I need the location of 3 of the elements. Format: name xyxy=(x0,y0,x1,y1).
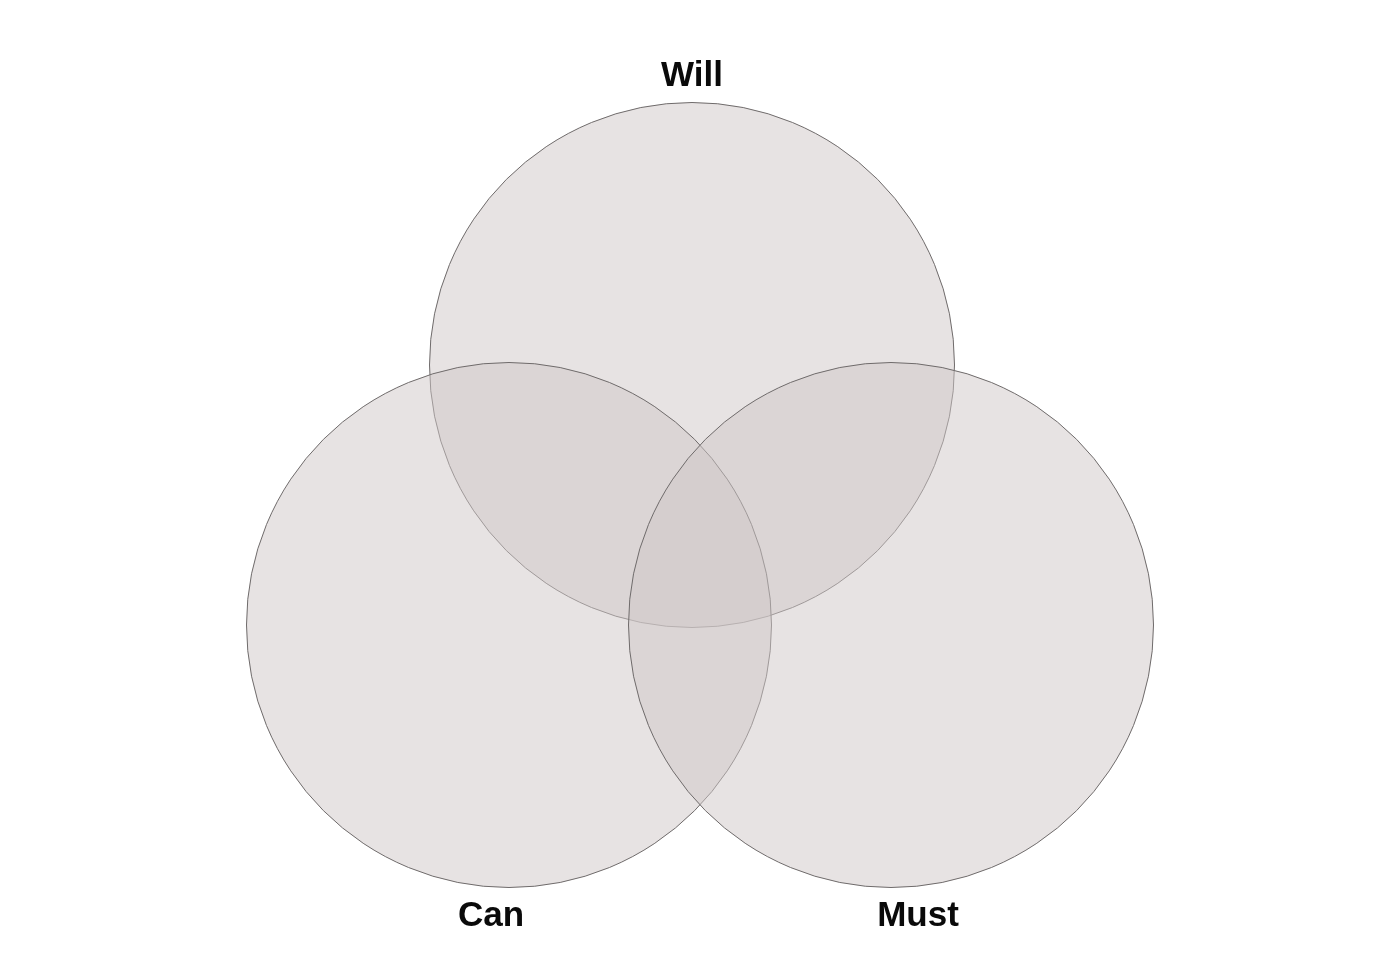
set-label: Must xyxy=(877,894,959,934)
set-label: Can xyxy=(457,894,525,934)
set-label: Will xyxy=(661,54,723,94)
